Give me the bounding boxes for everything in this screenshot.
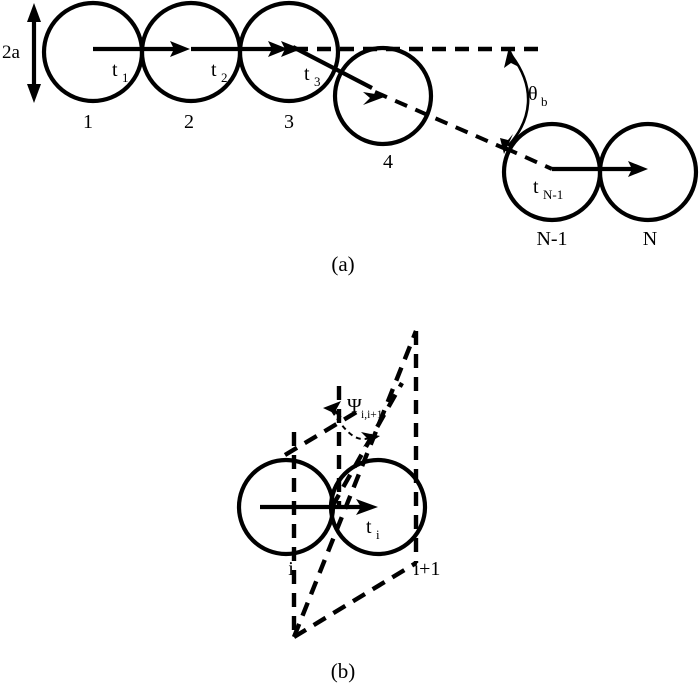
plane-edge-left-diagonal [291, 330, 419, 638]
bond-angle-arc [500, 47, 530, 154]
tangent-vector-tN1-arrow [552, 161, 648, 177]
dihedral-angle-arc [323, 401, 380, 447]
bead-4 [332, 45, 434, 147]
t2-subscript: 2 [221, 70, 228, 85]
parallelogram-plane [291, 330, 419, 638]
t1-subscript: 1 [122, 70, 129, 85]
bead-n [597, 121, 699, 223]
t2-base: t [211, 59, 217, 81]
tangent-vector-t3-label: t 3 [304, 63, 321, 89]
bead-1-label: 1 [83, 111, 93, 133]
bead-n-label: N [643, 228, 657, 250]
tangent-vector-t3-arrow [281, 41, 301, 57]
tN1-base: t [533, 176, 539, 198]
bead-3-label: 3 [284, 111, 294, 133]
t1-base: t [112, 59, 118, 81]
ti-subscript: i [376, 527, 380, 542]
t3-subscript: 3 [314, 74, 321, 89]
bond-angle-label: θ b [528, 83, 548, 109]
bead-2-label: 2 [184, 111, 194, 133]
rotated-bond-dashed-line [330, 381, 404, 509]
tangent-vector-t1-arrow [93, 41, 190, 57]
caption-a: (a) [331, 252, 354, 276]
panel-b [236, 330, 428, 639]
plane-edge-upper-left [283, 408, 362, 457]
dimension-arrow-2a [27, 3, 41, 103]
bead-n-minus-1-dashed-segment [504, 146, 553, 171]
panel-a [27, 0, 699, 223]
bead-4-label: 4 [383, 151, 393, 173]
rotated-chain-dashed-line [374, 90, 509, 152]
plane-edge-lower [292, 561, 418, 639]
tangent-vector-t2-arrow [191, 41, 288, 57]
dihedral-angle-label: Ψ i,i+1 [347, 395, 383, 421]
t3-base: t [304, 63, 310, 85]
ti-base: t [366, 516, 372, 538]
tangent-vector-t1-label: t 1 [112, 59, 129, 85]
tN1-subscript: N-1 [543, 187, 563, 202]
theta-b-base: θ [528, 83, 538, 105]
tangent-vector-tN1-label: t N-1 [533, 176, 563, 202]
bead-n-minus-1-label: N-1 [536, 228, 567, 250]
psi-base: Ψ [347, 395, 362, 417]
tangent-vector-t2-label: t 2 [211, 59, 228, 85]
tangent-vector-ti-arrow [260, 499, 378, 515]
caption-b: (b) [331, 659, 356, 683]
dimension-label-2a: 2a [2, 42, 21, 63]
psi-subscript: i,i+1 [361, 409, 383, 421]
bead-3 [237, 0, 341, 104]
theta-b-subscript: b [541, 94, 548, 109]
bead-i-label: i [288, 558, 294, 580]
bead-i-plus-1-label: i+1 [414, 558, 441, 580]
tangent-vector-ti-label: t i [366, 516, 380, 542]
